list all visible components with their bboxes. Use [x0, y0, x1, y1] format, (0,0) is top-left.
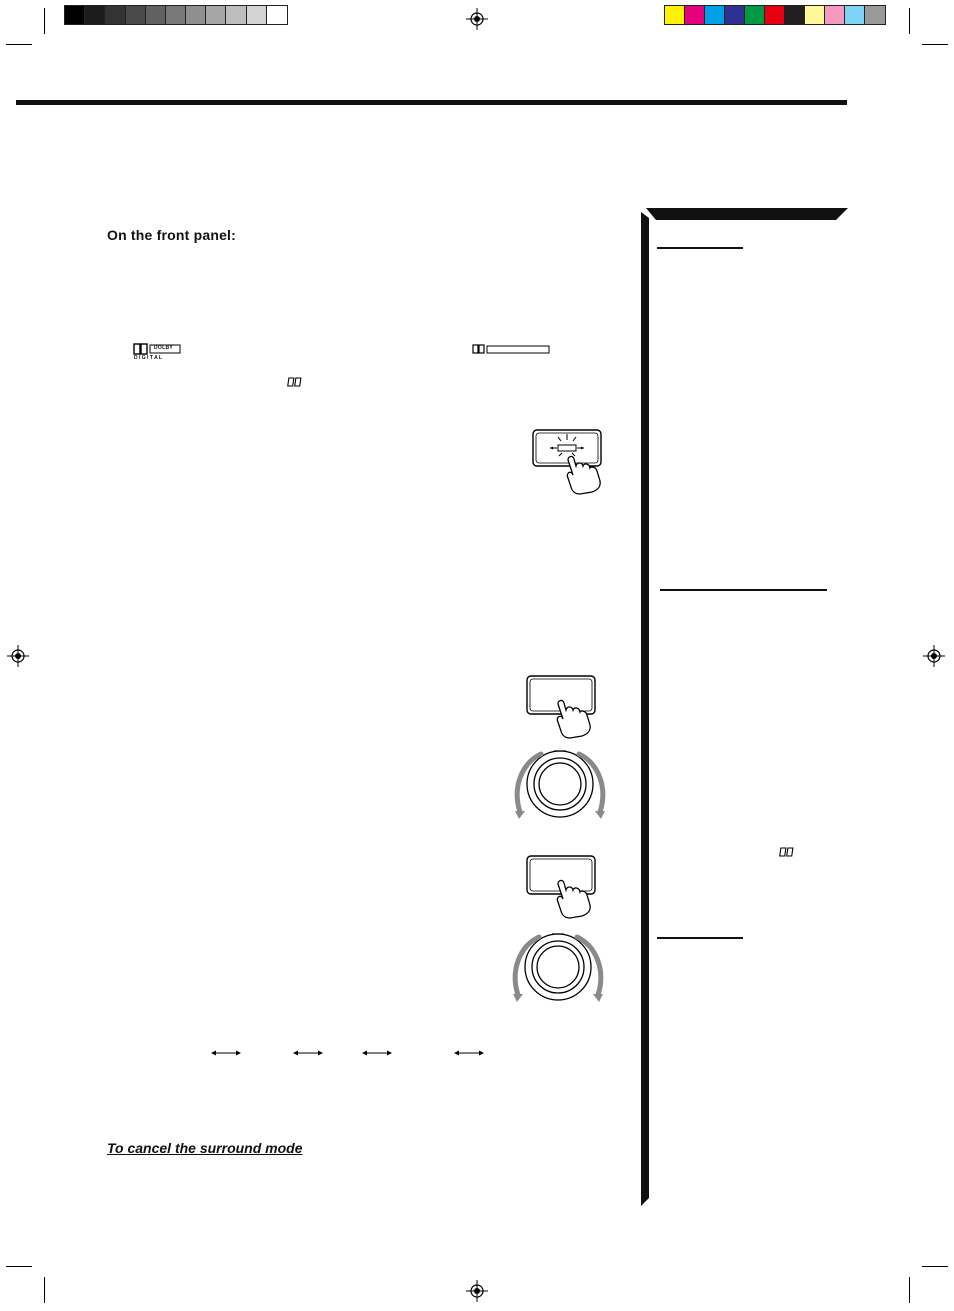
- crop-mark: [6, 44, 32, 45]
- calibration-swatch: [745, 6, 765, 24]
- cancel-surround-heading: To cancel the surround mode: [107, 1140, 303, 1156]
- rotary-knob-icon: [514, 750, 606, 819]
- calibration-swatch: [65, 6, 86, 24]
- calibration-swatch: [125, 6, 146, 24]
- sidebar-vertical-bar: [641, 212, 649, 1206]
- page-top-rule: [16, 100, 847, 105]
- calibration-swatch: [105, 6, 126, 24]
- calibration-swatch: [266, 6, 287, 24]
- registration-mark-icon: [466, 1280, 488, 1302]
- sidebar-section-rule: [660, 589, 827, 591]
- calibration-swatch: [865, 6, 885, 24]
- double-arrow-icon: [211, 1050, 241, 1056]
- dolby-dd-symbol-icon: [287, 377, 302, 387]
- sidebar-section-rule: [657, 937, 743, 939]
- calibration-swatch: [685, 6, 705, 24]
- calibration-swatch: [206, 6, 227, 24]
- dolby-digital-logo-icon: DOLBY D I G I T A L: [133, 343, 185, 363]
- double-arrow-icon: [454, 1050, 484, 1056]
- calibration-swatch: [845, 6, 865, 24]
- calibration-swatch: [765, 6, 785, 24]
- crop-mark: [44, 1277, 45, 1303]
- registration-mark-icon: [7, 645, 29, 667]
- blinking-button-press-icon: [532, 429, 602, 495]
- front-panel-heading: On the front panel:: [107, 227, 237, 243]
- dolby-indicator-bar-icon: [472, 344, 550, 354]
- calibration-swatch: [725, 6, 745, 24]
- calibration-swatch: [805, 6, 825, 24]
- crop-mark: [44, 8, 45, 34]
- calibration-swatch: [165, 6, 187, 24]
- calibration-swatch: [665, 6, 685, 24]
- color-calibration-strip: [664, 5, 886, 25]
- registration-mark-icon: [466, 8, 488, 30]
- grayscale-calibration-strip: [64, 5, 288, 25]
- calibration-swatch: [85, 6, 106, 24]
- crop-mark: [922, 1266, 948, 1267]
- crop-mark: [909, 8, 910, 34]
- crop-mark: [909, 1277, 910, 1303]
- calibration-swatch: [186, 6, 207, 24]
- double-arrow-icon: [293, 1050, 323, 1056]
- calibration-swatch: [825, 6, 845, 24]
- dolby-logo-wordmark: DOLBY: [154, 345, 173, 351]
- crop-mark: [6, 1266, 32, 1267]
- calibration-swatch: [226, 6, 247, 24]
- sidebar-section-rule: [657, 247, 743, 249]
- calibration-swatch: [705, 6, 725, 24]
- registration-mark-icon: [923, 645, 945, 667]
- calibration-swatch: [246, 6, 267, 24]
- crop-mark: [922, 44, 948, 45]
- double-arrow-icon: [362, 1050, 392, 1056]
- rotary-knob-icon: [512, 933, 604, 1002]
- button-press-hand-icon: [526, 675, 596, 739]
- dolby-logo-subtext: D I G I T A L: [134, 355, 162, 361]
- button-press-hand-icon: [526, 855, 596, 919]
- calibration-swatch: [785, 6, 805, 24]
- sidebar-top-bar: [646, 208, 848, 220]
- calibration-swatch: [145, 6, 166, 24]
- dolby-dd-symbol-icon: [779, 847, 794, 857]
